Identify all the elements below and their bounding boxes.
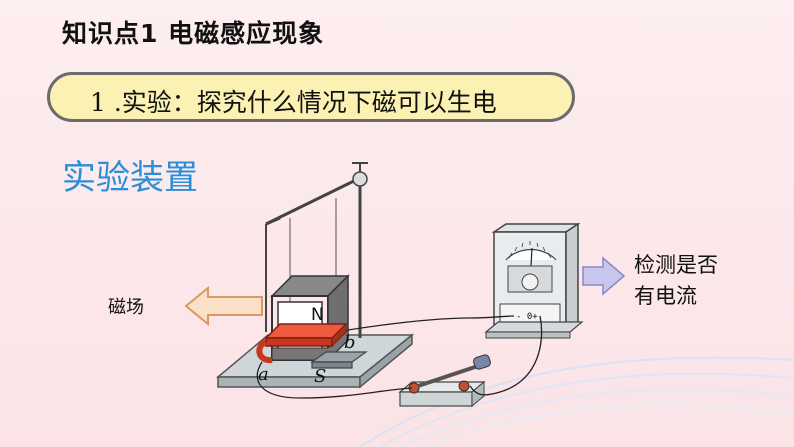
wire-end-b-label: b [344, 332, 356, 353]
magnet-n-label: N [311, 305, 324, 325]
galvanometer [484, 222, 584, 339]
magnet-s-label: S [314, 366, 326, 387]
subtitle-banner: 1 .实验：探究什么情况下磁可以生电 [47, 72, 575, 122]
magnetic-field-label: 磁场 [108, 297, 144, 318]
left-arrow-icon [184, 285, 263, 327]
horseshoe-magnet [270, 274, 350, 362]
conductor-rod [256, 322, 348, 364]
page-title: 知识点1 电磁感应现象 [62, 19, 325, 48]
right-arrow-icon [582, 256, 626, 296]
subtitle-text: 1 .实验：探究什么情况下磁可以生电 [90, 88, 497, 117]
magnet-s-block [310, 351, 368, 369]
detect-label-line2: 有电流 [634, 284, 697, 308]
detect-label-line1: 检测是否 [634, 253, 718, 277]
wire-end-a-label: a [258, 364, 269, 385]
meter-terminals-label: - 0+ [516, 312, 538, 322]
detect-current-label: 检测是否 有电流 [634, 250, 764, 312]
connecting-wires [256, 315, 543, 399]
support-stand [265, 162, 368, 338]
section-heading: 实验装置 [62, 158, 198, 198]
knife-switch [398, 354, 491, 408]
